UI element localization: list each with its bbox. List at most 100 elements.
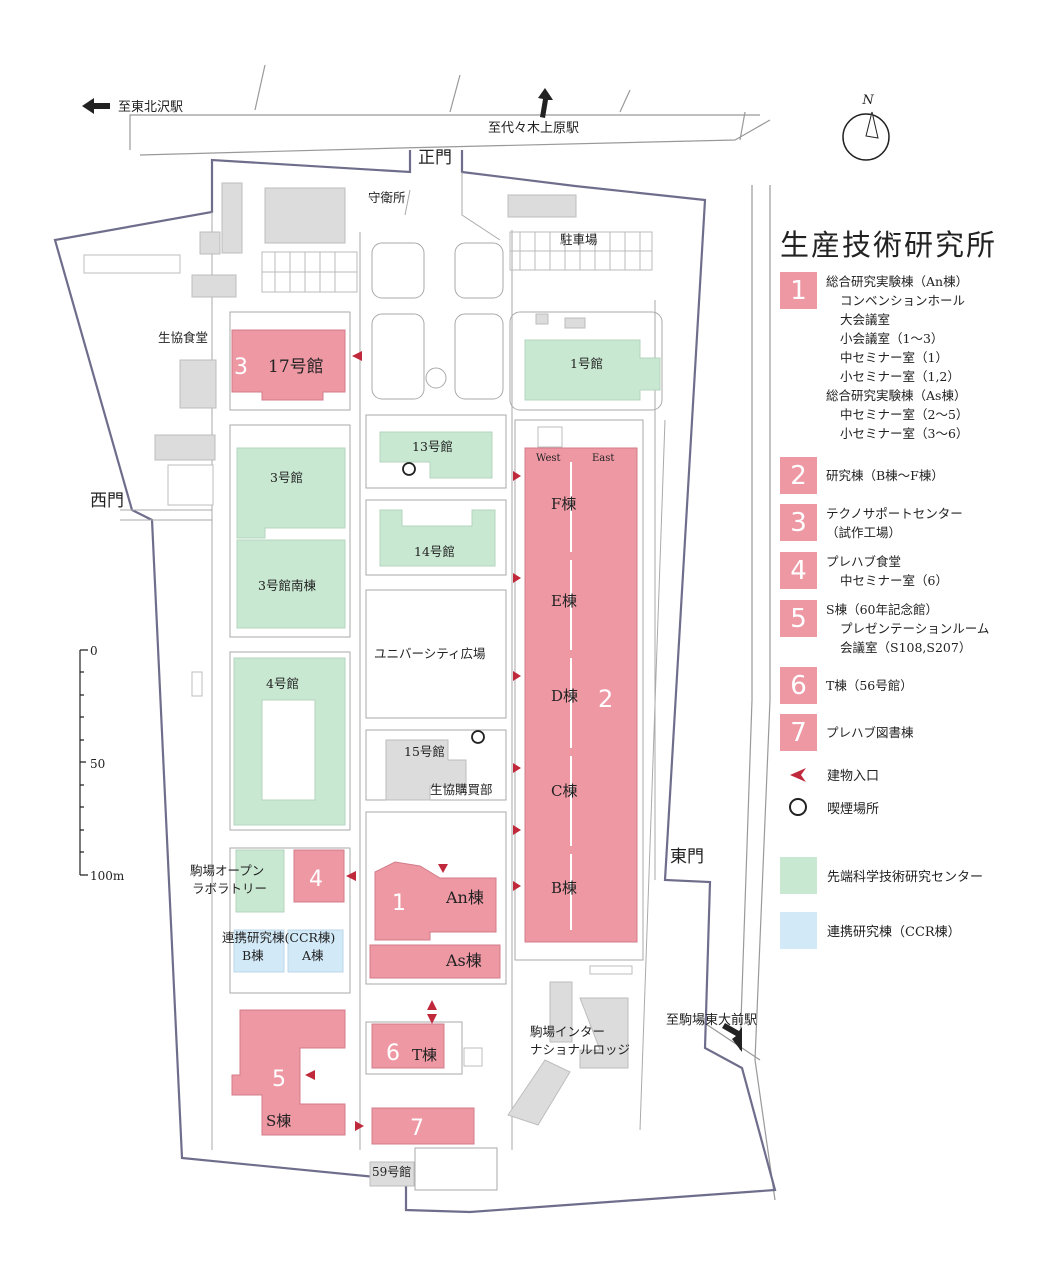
- label-wing-c: C棟: [551, 782, 577, 800]
- number-2: 2: [598, 685, 613, 713]
- label-cafeteria: 生協食堂: [158, 330, 208, 345]
- label-building-3: 3号館: [270, 470, 303, 485]
- label-wing-d: D棟: [551, 687, 578, 705]
- label-wing-e: E棟: [551, 592, 577, 610]
- compass-label: N: [861, 93, 874, 108]
- legend-number: 3: [780, 504, 817, 541]
- number-1: 1: [392, 891, 406, 916]
- label-building-3-south: 3号館南棟: [258, 578, 316, 593]
- label-east-side: East: [592, 453, 614, 464]
- compass-icon: [842, 111, 890, 161]
- legend-line: 小セミナー室（3〜6）: [840, 426, 969, 441]
- label-west-side: West: [536, 453, 561, 464]
- label-building-15: 15号館: [404, 744, 445, 759]
- label-open-lab-1: 駒場オープン: [190, 863, 264, 878]
- number-5: 5: [272, 1067, 286, 1092]
- legend-entrance: 建物入口: [780, 765, 1050, 784]
- label-university-plaza: ユニバーシティ広場: [374, 646, 486, 661]
- ccr-buildings: [233, 929, 344, 973]
- label-open-lab-2: ラボラトリー: [192, 881, 267, 896]
- legend-rcast: 先端科学技術研究センター: [780, 857, 1050, 894]
- label-ccr-a: A棟: [301, 948, 324, 963]
- legend-rcast-label: 先端科学技術研究センター: [827, 870, 984, 885]
- legend-line: 大会議室: [840, 312, 891, 327]
- legend-number: 2: [780, 457, 817, 494]
- label-to-komaba-todaimae: 至駒場東大前駅: [666, 1012, 757, 1028]
- legend-item-1: 1 総合研究実験棟（An棟） コンベンションホール 大会議室 小会議室（1〜3）…: [780, 272, 1050, 443]
- label-ccr-b: B棟: [242, 948, 264, 963]
- number-3: 3: [234, 355, 248, 380]
- label-wing-b: B棟: [551, 879, 577, 897]
- label-guard: 守衛所: [368, 190, 406, 205]
- legend-ccr-label: 連携研究棟（CCR棟）: [827, 925, 961, 940]
- smoking-circle-icon: [789, 798, 807, 816]
- legend-line: 中セミナー室（1）: [840, 350, 948, 365]
- rcast-swatch: [780, 857, 817, 894]
- legend-line: 中セミナー室（6）: [840, 573, 948, 588]
- label-an-wing: An棟: [445, 888, 484, 907]
- label-s-wing: S棟: [266, 1112, 291, 1130]
- legend-line: 会議室（S108,S207）: [840, 640, 972, 655]
- label-to-yoyogi-uehara: 至代々木上原駅: [488, 121, 579, 136]
- label-building-14: 14号館: [414, 544, 455, 559]
- label-parking: 駐車場: [560, 232, 598, 247]
- legend-smoking-label: 喫煙場所: [827, 801, 880, 817]
- rcast-buildings: [233, 339, 661, 913]
- other-buildings: [83, 182, 633, 1187]
- number-4: 4: [309, 867, 323, 892]
- legend-item-4: 4 プレハブ食堂 中セミナー室（6）: [780, 552, 1050, 590]
- label-t-wing: T棟: [412, 1046, 437, 1064]
- legend-line: プレゼンテーションルーム: [840, 621, 990, 636]
- scale-100: 100m: [90, 869, 125, 883]
- legend-number: 7: [780, 714, 817, 751]
- label-to-higashi-kitazawa: 至東北沢駅: [118, 99, 183, 115]
- scale-50: 50: [90, 757, 105, 771]
- arrow-west-icon: [82, 98, 110, 114]
- label-building-59: 59号館: [372, 1164, 411, 1179]
- gate-west: 西門: [90, 491, 124, 511]
- legend-line: （試作工場）: [826, 525, 902, 540]
- legend-item-6: 6 T棟（56号館）: [780, 667, 1050, 704]
- legend-title: 生産技術研究所: [780, 228, 998, 262]
- label-building-17: 17号館: [268, 357, 324, 377]
- label-building-1: 1号館: [570, 356, 603, 371]
- number-6: 6: [386, 1041, 400, 1066]
- legend-line: プレハブ食堂: [826, 554, 902, 569]
- arrow-north-icon: [538, 88, 553, 118]
- parking-lot: [261, 231, 653, 293]
- label-as-wing: As棟: [445, 951, 482, 970]
- number-7: 7: [410, 1116, 424, 1141]
- legend-item-5: 5 S棟（60年記念館） プレゼンテーションルーム 会議室（S108,S207）: [780, 600, 1050, 657]
- legend-line: 小セミナー室（1,2）: [840, 369, 960, 384]
- road-outlines: [120, 172, 666, 1191]
- label-coop-store: 生協購買部: [430, 782, 493, 797]
- legend-number: 1: [780, 272, 817, 309]
- arrow-southeast-icon: [722, 1023, 742, 1052]
- legend-line: 総合研究実験棟（As棟）: [826, 388, 967, 403]
- campus-boundary: [53, 150, 777, 1214]
- label-building-13: 13号館: [412, 439, 453, 454]
- scale-0: 0: [90, 644, 98, 658]
- label-lodge-1: 駒場インター: [530, 1024, 605, 1039]
- label-building-4: 4号館: [266, 676, 299, 691]
- gate-main: 正門: [418, 148, 452, 168]
- legend-line: S棟（60年記念館）: [826, 602, 938, 617]
- smoking-area-13: [402, 462, 416, 476]
- legend-ccr: 連携研究棟（CCR棟）: [780, 912, 1050, 949]
- smoking-area-15: [471, 730, 485, 744]
- legend-item-7: 7 プレハブ図書棟: [780, 714, 1050, 751]
- label-ccr: 連携研究棟(CCR棟): [222, 930, 335, 945]
- legend-line: 小会議室（1〜3）: [840, 331, 944, 346]
- legend-number: 4: [780, 552, 817, 589]
- legend-number: 5: [780, 600, 817, 637]
- label-wing-f: F棟: [551, 495, 576, 513]
- legend: 生産技術研究所 1 総合研究実験棟（An棟） コンベンションホール 大会議室 小…: [780, 222, 1050, 962]
- legend-line: 研究棟（B棟〜F棟）: [826, 468, 944, 483]
- legend-item-3: 3 テクノサポートセンター （試作工場）: [780, 504, 1050, 542]
- gate-east: 東門: [670, 847, 704, 867]
- legend-smoking: 喫煙場所: [780, 797, 1050, 817]
- iis-buildings: [231, 329, 638, 1145]
- scale-bar: [79, 649, 88, 876]
- legend-line: 総合研究実験棟（An棟）: [826, 274, 969, 289]
- entrance-arrow-icon: [790, 767, 806, 782]
